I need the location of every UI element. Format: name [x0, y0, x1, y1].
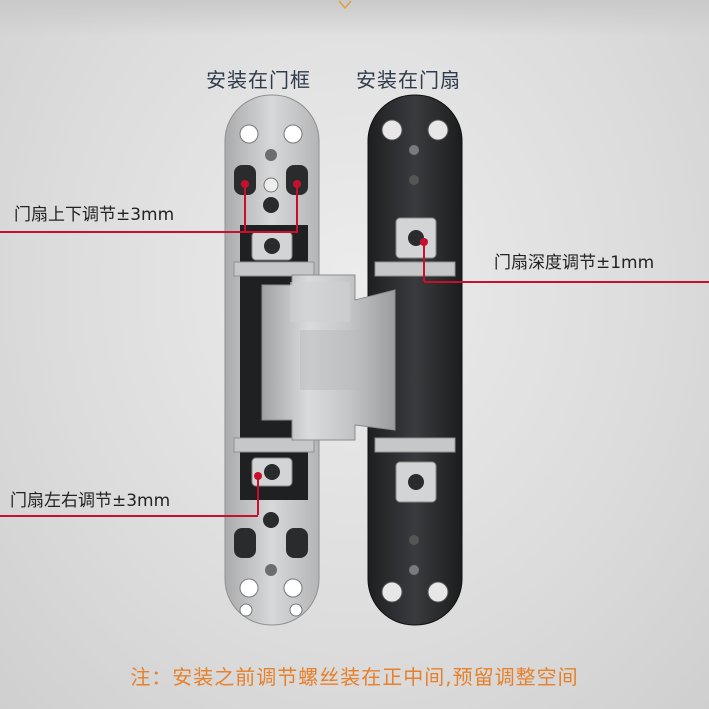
callout-lateral-line [0, 515, 258, 517]
callout-depth-stem [423, 242, 425, 281]
frame-upper-bracket [233, 261, 315, 277]
callout-vertical-adjust: 门扇上下调节±3mm [14, 205, 175, 225]
label-leaf-mount: 安装在门扇 [356, 68, 461, 92]
frame-lower-bracket [233, 437, 315, 453]
chevron-down-icon [338, 0, 352, 10]
leaf-lower-bracket [374, 437, 456, 453]
callout-vertical-stem-left [244, 184, 246, 231]
callout-lateral-adjust: 门扇左右调节±3mm [10, 491, 171, 511]
leaf-plate-black [367, 94, 463, 626]
callout-vertical-stem-right [296, 184, 298, 231]
callout-depth-line [424, 281, 709, 283]
leaf-upper-bracket [374, 261, 456, 277]
installation-note: 注：安装之前调节螺丝装在正中间,预留调整空间 [130, 665, 579, 689]
top-blur-banner [0, 0, 709, 36]
label-frame-mount: 安装在门框 [206, 68, 311, 92]
hinge-knuckle-body [261, 274, 396, 441]
callout-vertical-line [0, 231, 298, 233]
callout-depth-adjust: 门扇深度调节±1mm [494, 253, 655, 273]
callout-lateral-stem [257, 476, 259, 515]
